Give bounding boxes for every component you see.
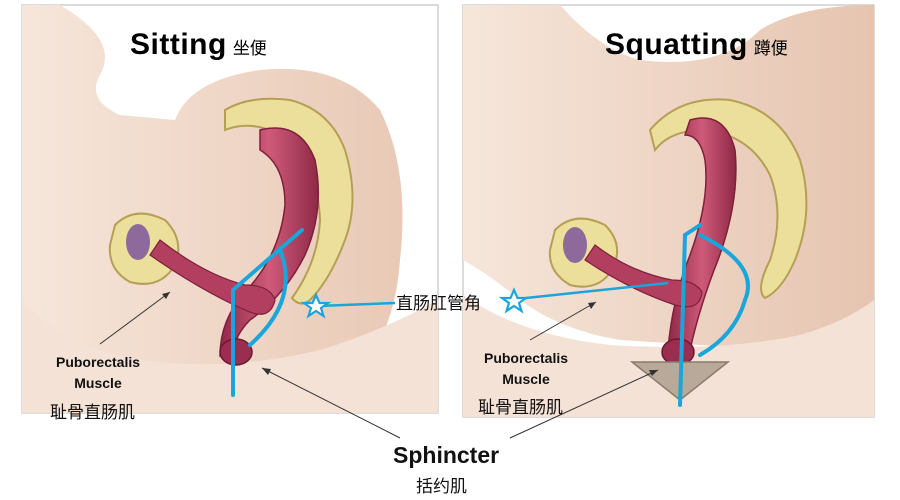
muscle-label-left: Puborectalis Muscle bbox=[38, 352, 158, 394]
arrowhead-icon bbox=[262, 368, 271, 375]
puborectalis-sling-sitting bbox=[149, 239, 276, 315]
arrowhead-icon bbox=[588, 302, 596, 309]
angle-label: 直肠肛管角 bbox=[396, 294, 481, 314]
anorectal-angle-sitting bbox=[231, 228, 304, 397]
sphincter-squatting bbox=[661, 338, 695, 366]
star-icon bbox=[498, 287, 530, 314]
title-sitting-zh: 坐便 bbox=[232, 39, 267, 59]
sphincter-label: Sphincter bbox=[393, 442, 500, 468]
arrowhead-icon bbox=[162, 292, 170, 299]
muscle-pointer-right bbox=[529, 301, 597, 341]
muscle-label-right-line2: Muscle bbox=[502, 371, 550, 387]
anorectal-angle-squatting bbox=[678, 223, 750, 407]
puborectalis-sling-squatting bbox=[584, 244, 703, 308]
sacrum-bone-squatting bbox=[648, 98, 808, 300]
sphincter-sitting bbox=[219, 338, 253, 366]
muscle-label-left-zh: 耻骨直肠肌 bbox=[50, 403, 135, 423]
muscle-label-right: Puborectalis Muscle bbox=[466, 348, 586, 390]
muscle-label-right-zh: 耻骨直肠肌 bbox=[478, 398, 563, 418]
pubic-symphysis-squatting bbox=[563, 227, 587, 263]
title-squatting-zh: 蹲便 bbox=[753, 39, 788, 59]
angle-callout-line-right bbox=[525, 281, 669, 300]
thigh-lower-sitting bbox=[22, 300, 438, 413]
sphincter-label-zh: 括约肌 bbox=[416, 477, 467, 497]
arrowhead-icon bbox=[649, 370, 658, 376]
sphincter-pointer-left bbox=[261, 367, 401, 439]
muscle-label-left-line1: Puborectalis bbox=[55, 354, 141, 370]
muscle-label-left-line2: Muscle bbox=[74, 375, 122, 391]
sphincter-pointer-right bbox=[509, 369, 659, 439]
angle-callout-line-left bbox=[317, 301, 396, 308]
muscle-label-right-line1: Puborectalis bbox=[483, 350, 569, 366]
pubic-symphysis-sitting bbox=[126, 224, 150, 260]
muscle-pointer-left bbox=[99, 291, 171, 345]
title-squatting: Squatting bbox=[605, 28, 748, 61]
star-icon bbox=[300, 292, 332, 319]
title-sitting: Sitting bbox=[130, 28, 227, 61]
